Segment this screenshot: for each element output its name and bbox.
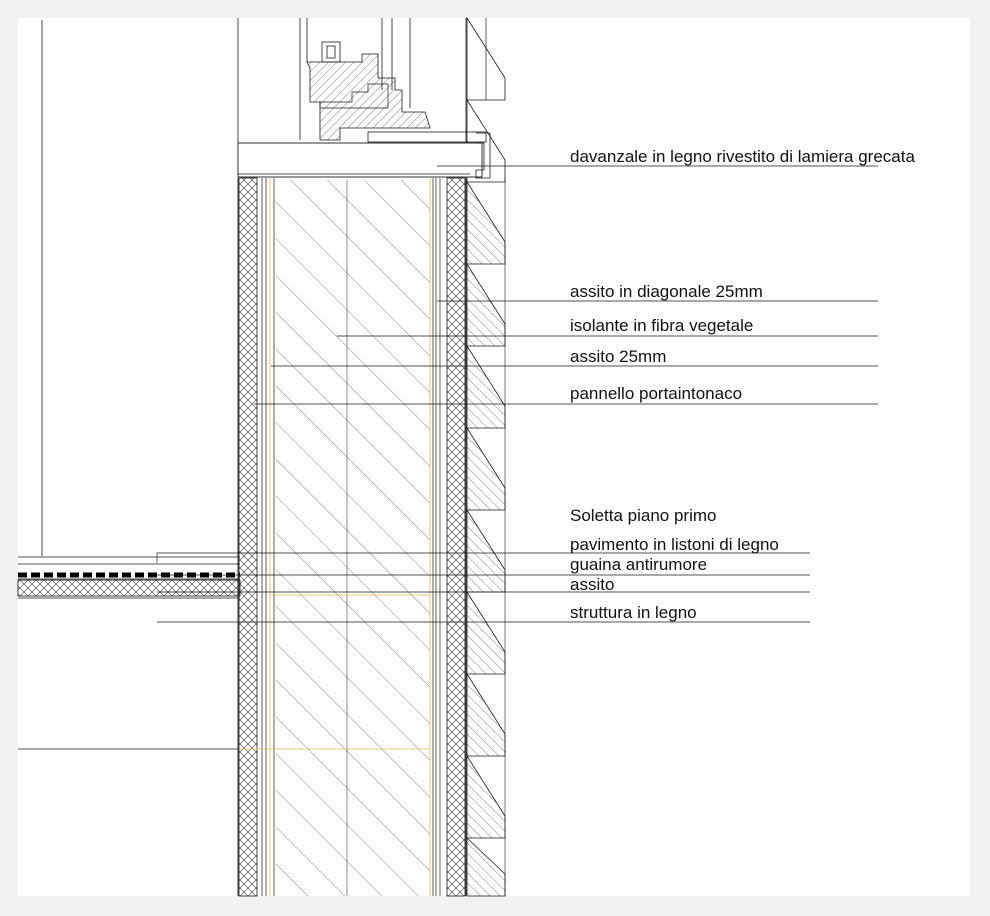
cladding-board: [466, 837, 506, 897]
cladding-board: [466, 344, 506, 429]
label-isolante: isolante in fibra vegetale: [570, 316, 754, 335]
leader-lines: [156, 165, 878, 623]
interior-outline: [18, 20, 238, 750]
cladding-board: [466, 180, 506, 265]
label-davanzale: davanzale in legno rivestito di lamiera …: [570, 147, 915, 166]
cladding-board: [466, 508, 506, 593]
label-assito: assito: [570, 575, 615, 594]
cladding-board: [466, 262, 506, 347]
label-pavimento: pavimento in listoni di legno: [570, 535, 779, 554]
label-pannello: pannello portaintonaco: [570, 384, 743, 403]
wall-section: [237, 18, 467, 897]
leader-pavimento: [156, 552, 810, 563]
cladding-board: [466, 754, 506, 839]
cladding-board: [466, 426, 506, 511]
label-assito-25: assito 25mm: [570, 347, 667, 366]
label-struttura: struttura in legno: [570, 603, 697, 622]
window-frame: [237, 18, 491, 179]
label-assito-diagonale: assito in diagonale 25mm: [570, 282, 763, 301]
label-soletta: Soletta piano primo: [570, 506, 717, 525]
cladding-board: [466, 672, 506, 757]
cladding-board: [466, 16, 506, 101]
cladding-board: [466, 590, 506, 675]
label-guaina: guaina antirumore: [570, 555, 708, 574]
